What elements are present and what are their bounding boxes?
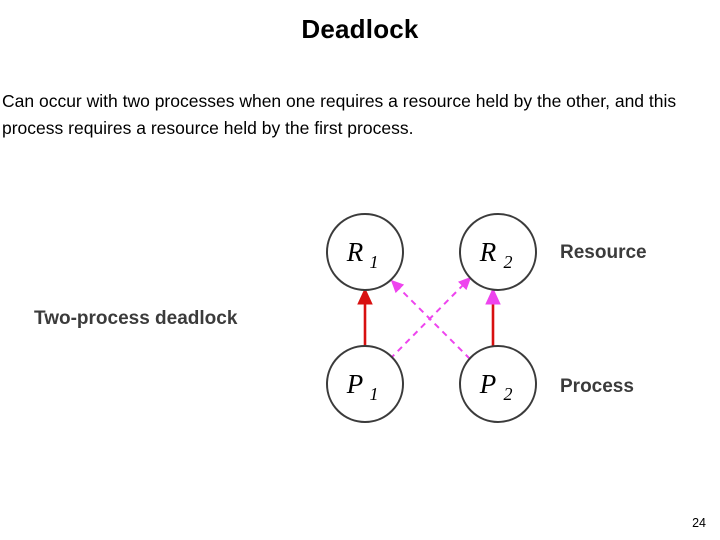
page-number: 24 (692, 516, 706, 530)
node-p1-label: P (346, 369, 364, 399)
deadlock-diagram: R 1 R 2 P 1 P 2 (0, 196, 720, 456)
body-paragraph: Can occur with two processes when one re… (2, 91, 677, 139)
node-p2-subscript: 2 (504, 384, 513, 404)
diagram-caption: Two-process deadlock (34, 308, 238, 329)
page-title: Deadlock (301, 14, 419, 44)
edge-p2-r1 (390, 279, 471, 360)
node-p2-label: P (479, 369, 497, 399)
node-r1: R 1 (326, 213, 404, 291)
legend-label-process: Process (560, 376, 634, 397)
node-r2-label: R (479, 237, 497, 267)
node-r2-subscript: 2 (504, 252, 513, 272)
node-r1-label: R (346, 237, 364, 267)
node-r1-subscript: 1 (370, 252, 379, 272)
node-p1-subscript: 1 (370, 384, 379, 404)
node-p1: P 1 (326, 345, 404, 423)
legend-label-resource: Resource (560, 242, 647, 263)
node-p2: P 2 (459, 345, 537, 423)
node-r2: R 2 (459, 213, 537, 291)
